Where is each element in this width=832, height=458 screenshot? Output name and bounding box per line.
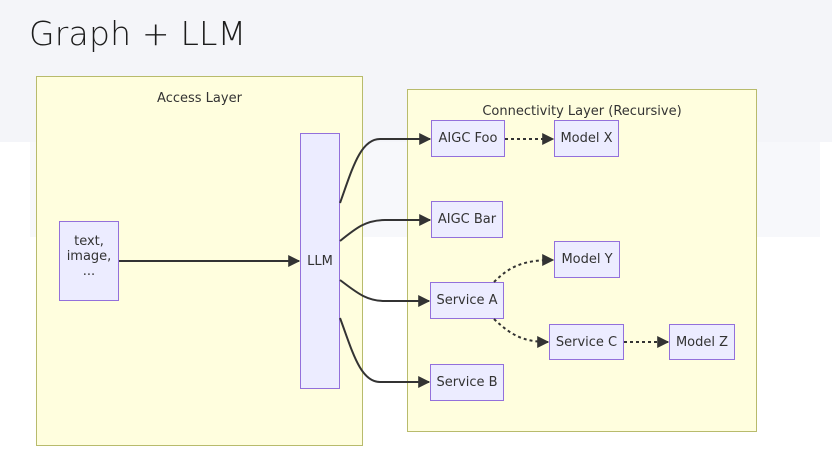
node-aigc-foo[interactable]: AIGC Foo: [431, 120, 505, 157]
slide-title: Graph + LLM: [29, 14, 247, 53]
cluster-label-connectivity-layer: Connectivity Layer (Recursive): [482, 104, 682, 119]
node-service-b[interactable]: Service B: [430, 364, 504, 401]
node-aigc-bar[interactable]: AIGC Bar: [431, 201, 503, 238]
node-service-c[interactable]: Service C: [549, 324, 624, 360]
node-llm[interactable]: LLM: [300, 133, 340, 389]
node-service-a[interactable]: Service A: [430, 282, 504, 319]
cluster-label-access-layer: Access Layer: [157, 91, 242, 106]
node-model-z[interactable]: Model Z: [669, 324, 735, 360]
node-model-x[interactable]: Model X: [554, 120, 619, 157]
node-model-y[interactable]: Model Y: [554, 241, 620, 278]
node-input[interactable]: text, image, ...: [59, 221, 119, 301]
